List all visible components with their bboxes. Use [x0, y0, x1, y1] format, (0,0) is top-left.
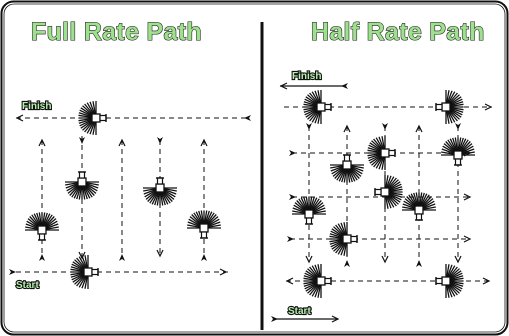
- sprinkler-fan-icon: [374, 174, 404, 210]
- sprinkler-fan-icon: [77, 100, 107, 136]
- left-title: Full Rate Path: [31, 18, 202, 46]
- sprinkler-fan-icon: [64, 171, 100, 201]
- right-finish-label: Finish: [292, 71, 321, 82]
- sprinkler-fan-icon: [401, 191, 437, 221]
- half-rate-arrows: [271, 82, 492, 323]
- full-rate-path: [16, 117, 250, 273]
- sprinkler-fan-icon: [186, 209, 222, 239]
- sprinkler-fan-icon: [440, 136, 476, 166]
- sprinkler-fan-icon: [69, 254, 99, 290]
- right-title: Half Rate Path: [311, 18, 485, 46]
- sprinkler-fan-icon: [435, 89, 465, 125]
- sprinkler-fan-icon: [366, 135, 396, 171]
- sprinkler-fan-icon: [302, 89, 332, 125]
- sprinkler-fan-icon: [24, 211, 60, 241]
- sprinkler-fan-icon: [302, 263, 332, 299]
- full-rate-arrows: [9, 114, 251, 276]
- full-rate-sprinklers: [24, 100, 222, 290]
- right-start-label: Start: [288, 306, 311, 317]
- left-start-label: Start: [16, 280, 39, 291]
- sprinkler-fan-icon: [329, 154, 365, 184]
- sprinkler-fan-icon: [328, 221, 358, 257]
- sprinkler-fan-icon: [435, 263, 465, 299]
- sprinkler-fan-icon: [291, 195, 327, 225]
- half-rate-sprinklers: [291, 89, 476, 299]
- sprinkler-fan-icon: [142, 177, 178, 207]
- left-finish-label: Finish: [22, 101, 51, 112]
